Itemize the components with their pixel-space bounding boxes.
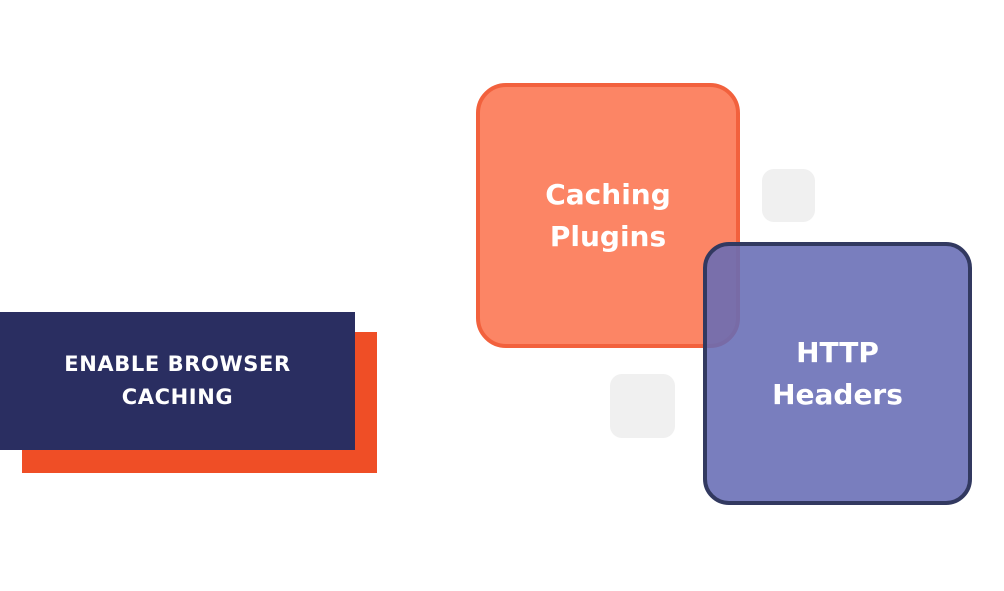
- banner-line-2: CACHING: [121, 385, 234, 409]
- card-caching-plugins: Caching Plugins: [476, 83, 740, 348]
- card-caching-plugins-line-2: Plugins: [549, 219, 667, 253]
- banner-line-1: ENABLE BROWSER: [64, 352, 291, 376]
- decorative-square: [610, 374, 675, 438]
- card-caching-plugins-line-1: Caching: [545, 177, 671, 211]
- card-http-headers-line-2: Headers: [772, 377, 903, 411]
- card-http-headers: HTTP Headers: [703, 242, 972, 505]
- card-http-headers-line-1: HTTP: [796, 335, 879, 369]
- decorative-square: [762, 169, 815, 222]
- banner-enable-browser-caching: ENABLE BROWSER CACHING: [0, 312, 355, 450]
